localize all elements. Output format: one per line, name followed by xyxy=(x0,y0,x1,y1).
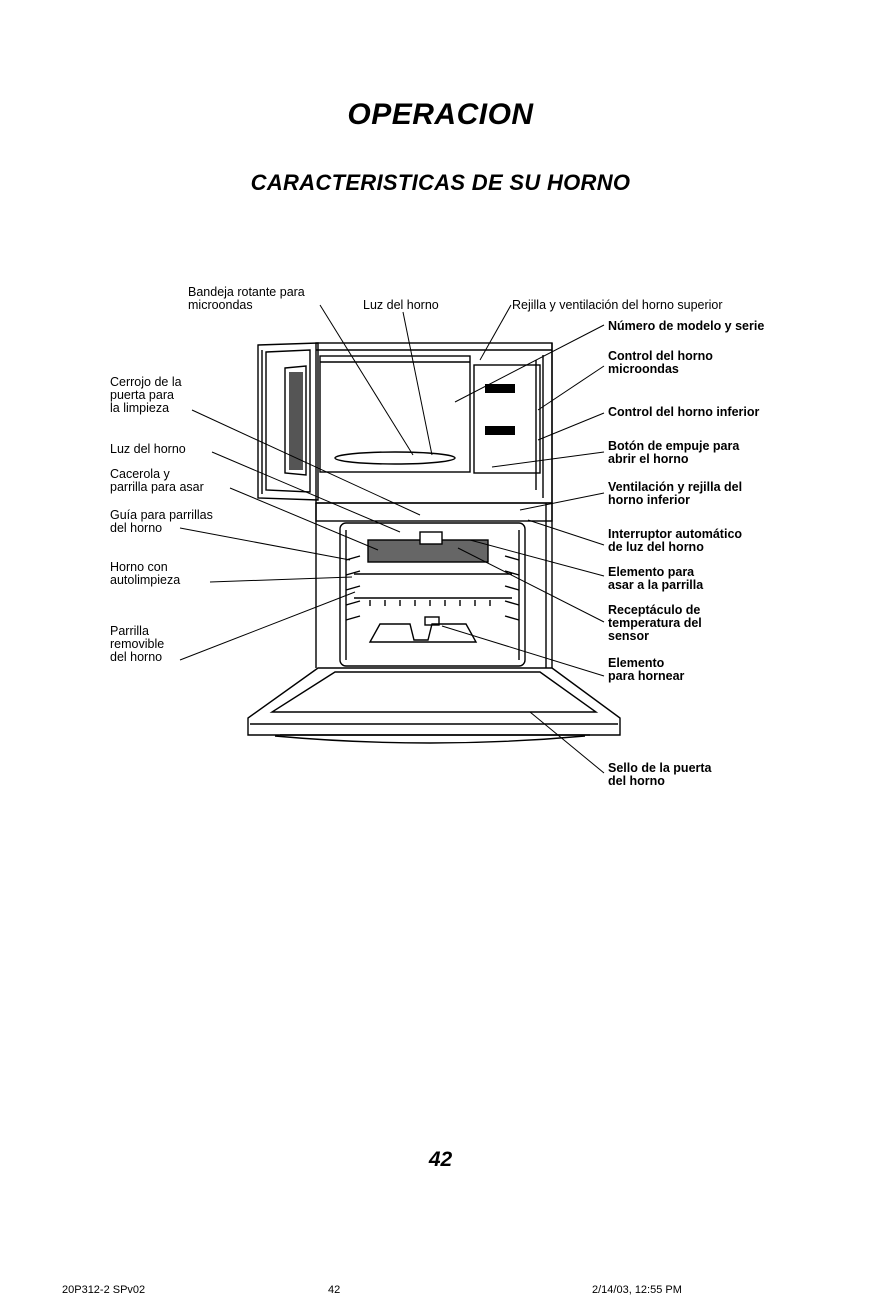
lower-oven-door xyxy=(247,667,621,744)
microwave-oven xyxy=(315,342,553,504)
footer-page: 42 xyxy=(328,1284,341,1296)
footer-timestamp: 2/14/03, 12:55 PM xyxy=(592,1284,682,1296)
label-elemento-hornear: Elemento para hornear xyxy=(608,656,685,683)
label-control-horno-inferior: Control del horno inferior xyxy=(608,405,760,419)
label-elemento-asar: Elemento para asar a la parrilla xyxy=(608,565,704,592)
footer-doc-id: 20P312-2 SPv02 xyxy=(62,1284,146,1296)
label-luz-del-horno-left: Luz del horno xyxy=(110,442,186,456)
label-numero-modelo: Número de modelo y serie xyxy=(608,319,765,333)
label-rejilla-horno-superior: Rejilla y ventilación del horno superior xyxy=(512,298,723,312)
lower-oven xyxy=(315,502,553,667)
label-horno-autolimpieza: Horno con autolimpieza xyxy=(110,560,181,587)
label-ventilacion-inferior: Ventilación y rejilla del horno inferior xyxy=(608,480,743,507)
microwave-door xyxy=(257,342,319,501)
page-number: 42 xyxy=(428,1148,453,1171)
label-cacerola-parrilla: Cacerola y parrilla para asar xyxy=(110,467,204,494)
label-guia-parrillas: Guía para parrillas del horno xyxy=(110,508,213,535)
leader-lines xyxy=(179,304,605,774)
label-parrilla-removible: Parrilla removible del horno xyxy=(110,624,165,664)
section-subtitle: CARACTERISTICAS DE SU HORNO xyxy=(250,170,631,195)
label-receptaculo-sensor: Receptáculo de temperatura del sensor xyxy=(608,603,702,643)
label-luz-del-horno-top: Luz del horno xyxy=(363,298,439,312)
label-bandeja-rotante: Bandeja rotante para microondas xyxy=(188,285,305,312)
label-sello-puerta: Sello de la puerta del horno xyxy=(608,761,712,788)
page-title: OPERACION xyxy=(347,98,534,131)
label-boton-empuje: Botón de empuje para abrir el horno xyxy=(608,439,740,466)
label-control-microondas: Control del horno microondas xyxy=(608,349,713,376)
label-interruptor-luz: Interruptor automático de luz del horno xyxy=(608,527,743,554)
label-cerrojo-puerta: Cerrojo de la puerta para la limpieza xyxy=(110,375,182,415)
